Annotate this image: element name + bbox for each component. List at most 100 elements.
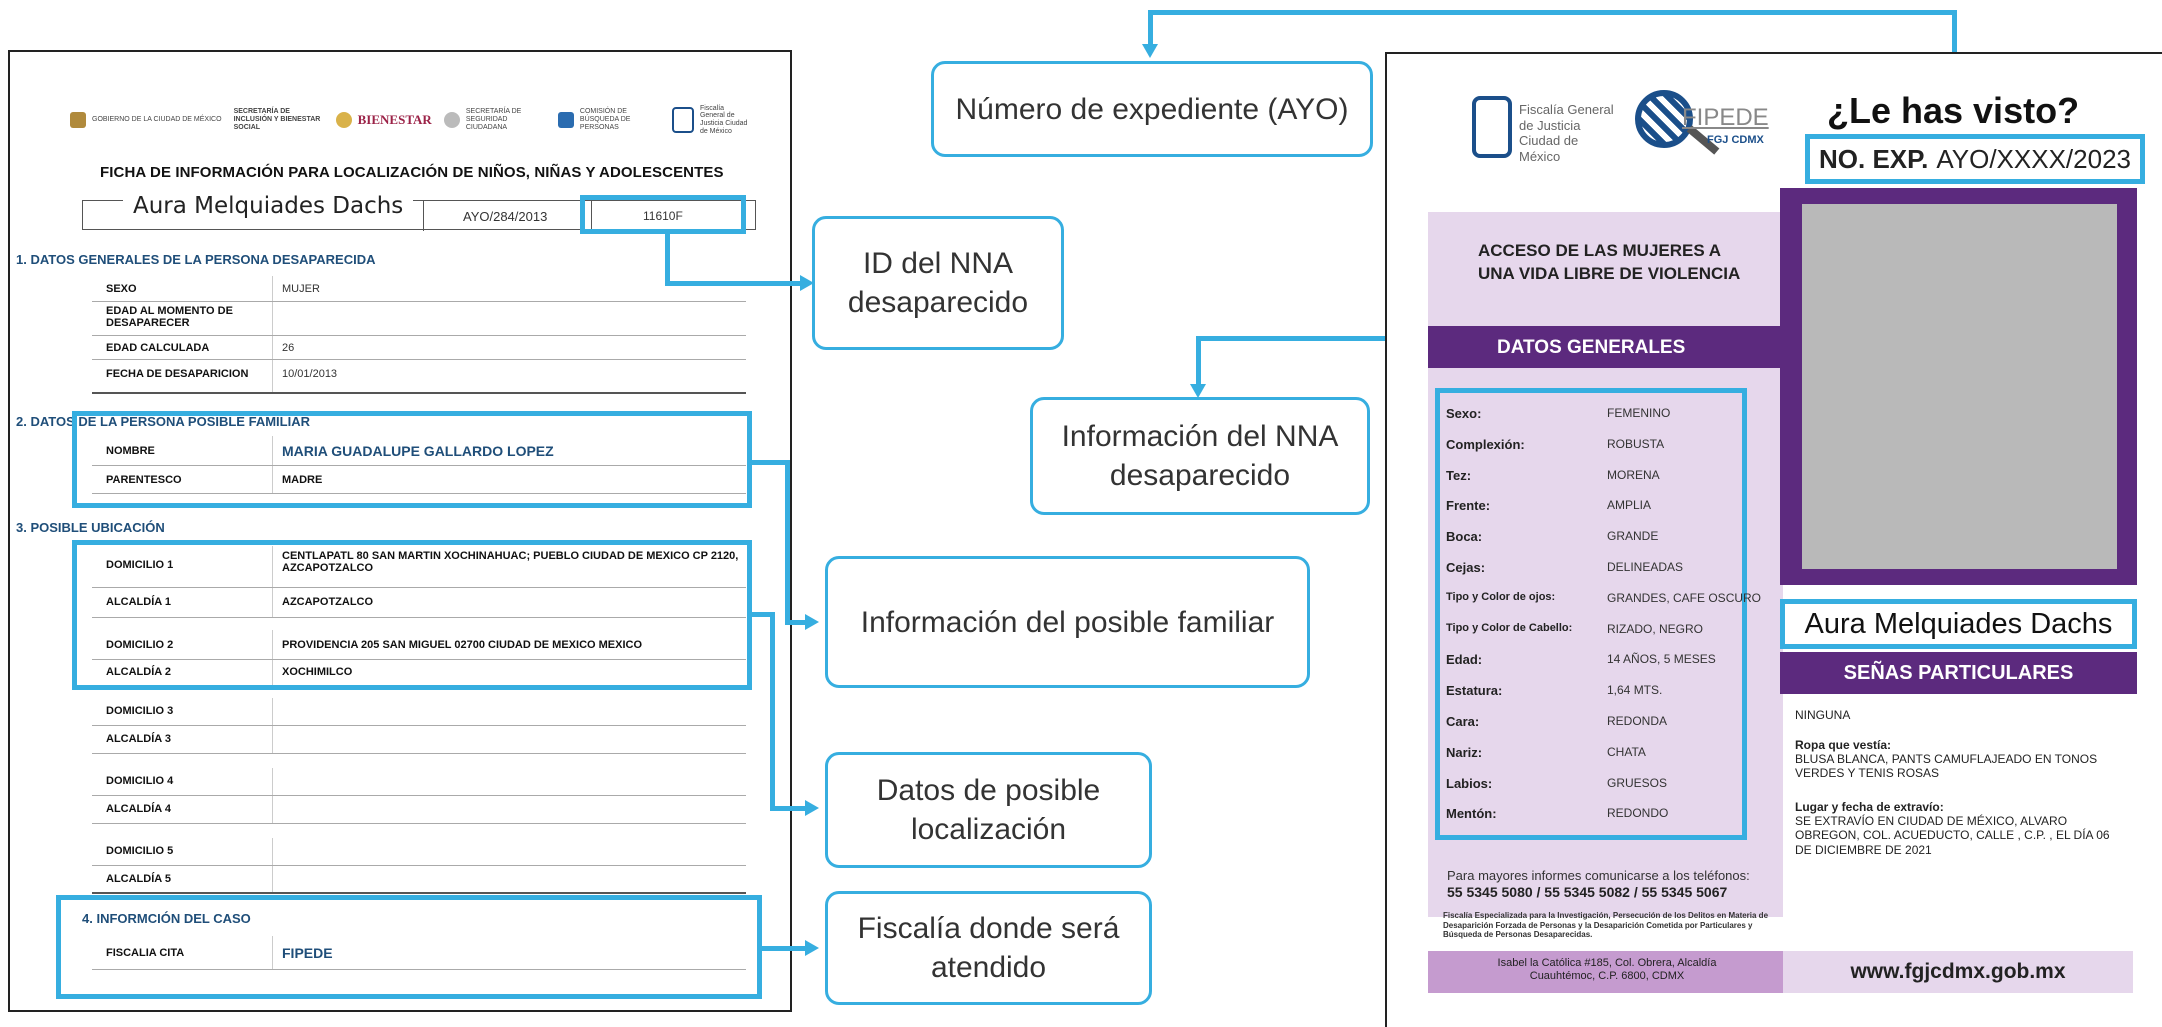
- bienestar-logo-text: BIENESTAR: [357, 111, 432, 127]
- poster-row-key: Frente:: [1446, 498, 1491, 514]
- divider: [591, 201, 592, 231]
- poster-row-key: Mentón:: [1446, 806, 1497, 822]
- poster-person-name: Aura Melquiades Dachs: [1780, 599, 2137, 649]
- informes-text: Para mayores informes comunicarse a los …: [1447, 868, 1750, 883]
- poster-row-key: Complexión:: [1446, 436, 1525, 452]
- row-value: 10/01/2013: [282, 368, 338, 380]
- poster-row-value: CHATA: [1607, 744, 1646, 759]
- photo-placeholder: [1802, 204, 2117, 569]
- arrow: [1142, 44, 1158, 58]
- row-key: EDAD CALCULADA: [106, 342, 210, 354]
- ropa-value: BLUSA BLANCA, PANTS CAMUFLAJEADO EN TONO…: [1795, 752, 2098, 781]
- website-bar: [1783, 951, 2133, 993]
- poster-row-key: Boca:: [1446, 529, 1483, 545]
- row-value: 26: [282, 342, 295, 354]
- row-value: PROVIDENCIA 205 SAN MIGUEL 02700 CIUDAD …: [282, 639, 643, 651]
- exp-value: AYO/XXXX/2023: [1936, 143, 2131, 174]
- ropa-label: Ropa que vestía:: [1795, 738, 1892, 752]
- row-value: MUJER: [282, 283, 320, 295]
- section-1-title: 1. DATOS GENERALES DE LA PERSONA DESAPAR…: [16, 252, 376, 267]
- cbp-logo: COMISIÓN DE BÚSQUEDA DE PERSONAS: [557, 108, 660, 131]
- row-value: AZCAPOTZALCO: [282, 596, 374, 608]
- lugar-value: SE EXTRAVÍO EN CIUDAD DE MÉXICO, ALVARO …: [1795, 814, 2110, 857]
- poster-row-key: Nariz:: [1446, 744, 1483, 760]
- arrow: [805, 800, 819, 816]
- poster-row-value: RIZADO, NEGRO: [1607, 621, 1704, 636]
- poster-row-value: 14 AÑOS, 5 MESES: [1607, 652, 1716, 667]
- senas-title: SEÑAS PARTICULARES: [1843, 662, 2074, 684]
- table-row: SEXO MUJER: [92, 276, 746, 302]
- expediente-box: NO. EXP. AYO/XXXX/2023: [1805, 134, 2145, 184]
- lugar-label: Lugar y fecha de extravío:: [1795, 800, 1944, 814]
- connector: [770, 806, 805, 811]
- poster-row-key: Estatura:: [1446, 683, 1503, 699]
- table-row: DOMICILIO 1 CENTLAPATL 80 SAN MARTIN XOCH…: [92, 546, 746, 588]
- expediente-value: AYO/284/2013: [463, 209, 548, 224]
- row-key: PARENTESCO: [106, 474, 182, 486]
- callout-localizacion: Datos de posible localización: [825, 752, 1152, 868]
- address-bar: [1428, 951, 1783, 993]
- fgj-logo-icon: [1472, 96, 1512, 158]
- section-3-title: 3. POSIBLE UBICACIÓN: [16, 520, 165, 535]
- table-row: ALCALDÍA 5: [92, 866, 746, 894]
- row-value: CENTLAPATL 80 SAN MARTIN XOCHINAHUAC; PU…: [282, 550, 739, 574]
- callout-expediente: Número de expediente (AYO): [931, 61, 1373, 157]
- table-row: DOMICILIO 2 PROVIDENCIA 205 SAN MIGUEL 02…: [92, 630, 746, 660]
- name-box: Aura Melquiades Dachs AYO/284/2013 11610…: [82, 193, 756, 231]
- section-2-title: 2. DATOS DE LA PERSONA POSIBLE FAMILIAR: [16, 414, 310, 429]
- arrow: [800, 275, 814, 291]
- magnifier-icon: [1635, 90, 1693, 148]
- nna-id-value: 11610F: [643, 209, 683, 223]
- table-row: ALCALDÍA 3: [92, 726, 746, 754]
- logo-strip: GOBIERNO DE LA CIUDAD DE MÉXICO SECRETAR…: [70, 100, 750, 140]
- poster-row-key: Cara:: [1446, 714, 1480, 729]
- address-text: Isabel la Católica #185, Col. Obrera, Al…: [1497, 957, 1717, 983]
- row-key: DOMICILIO 4: [106, 775, 174, 787]
- row-key: DOMICILIO 1: [106, 559, 174, 571]
- arrow: [805, 940, 819, 956]
- connector: [762, 946, 805, 951]
- person-name: Aura Melquiades Dachs: [123, 193, 414, 219]
- highlight-info-nna: [1435, 388, 1747, 840]
- fiscalia-text: Fiscalía Especializada para la Investiga…: [1443, 911, 1769, 940]
- row-key: DOMICILIO 2: [106, 639, 174, 651]
- ssc-logo: SECRETARÍA DE SEGURIDAD CIUDADANA: [443, 108, 546, 131]
- poster-row-value: AMPLIA: [1607, 498, 1652, 513]
- senas-value: NINGUNA: [1795, 708, 1851, 722]
- exp-label: NO. EXP.: [1819, 143, 1929, 174]
- fgj-logo: Fiscalía General de Justicia Ciudad de M…: [671, 104, 750, 136]
- fipede-label: FIPEDE: [1682, 104, 1769, 131]
- row-key: SEXO: [106, 283, 137, 295]
- telefonos: 55 5345 5080 / 55 5345 5082 / 55 5345 50…: [1447, 884, 1728, 900]
- connector: [665, 281, 800, 286]
- connector: [665, 232, 670, 284]
- bienestar-logo: BIENESTAR: [335, 111, 432, 128]
- callout-familiar: Información del posible familiar: [825, 556, 1310, 688]
- row-key: FISCALIA CITA: [106, 947, 185, 959]
- poster-row-value: ROBUSTA: [1607, 436, 1665, 451]
- poster-row-value: REDONDO: [1607, 806, 1669, 821]
- row-key: EDAD AL MOMENTO DE DESAPARECER: [106, 305, 233, 330]
- arrow: [1190, 384, 1206, 398]
- connector: [1148, 10, 1153, 46]
- website: www.fgjcdmx.gob.mx: [1850, 960, 2066, 983]
- connector: [1148, 10, 1957, 15]
- datos-generales-bar: [1428, 326, 1783, 368]
- cdmx-logo-text: GOBIERNO DE LA CIUDAD DE MÉXICO: [92, 116, 222, 124]
- row-key: ALCALDÍA 2: [106, 666, 171, 678]
- row-value: MARIA GUADALUPE GALLARDO LOPEZ: [282, 443, 554, 459]
- section-4-title: 4. INFORMCIÓN DEL CASO: [82, 911, 251, 926]
- table-row: EDAD AL MOMENTO DE DESAPARECER: [92, 302, 746, 336]
- connector: [1196, 336, 1201, 386]
- poster-row-value: MORENA: [1607, 467, 1660, 482]
- datos-generales-title: DATOS GENERALES: [1497, 337, 1686, 358]
- table-row: EDAD CALCULADA 26: [92, 336, 746, 360]
- fgj-logo-text: Fiscalía General de Justicia Ciudad de M…: [699, 104, 748, 135]
- table-row: DOMICILIO 5: [92, 838, 746, 866]
- highlight-fiscalia: [56, 895, 762, 999]
- connector: [785, 620, 805, 625]
